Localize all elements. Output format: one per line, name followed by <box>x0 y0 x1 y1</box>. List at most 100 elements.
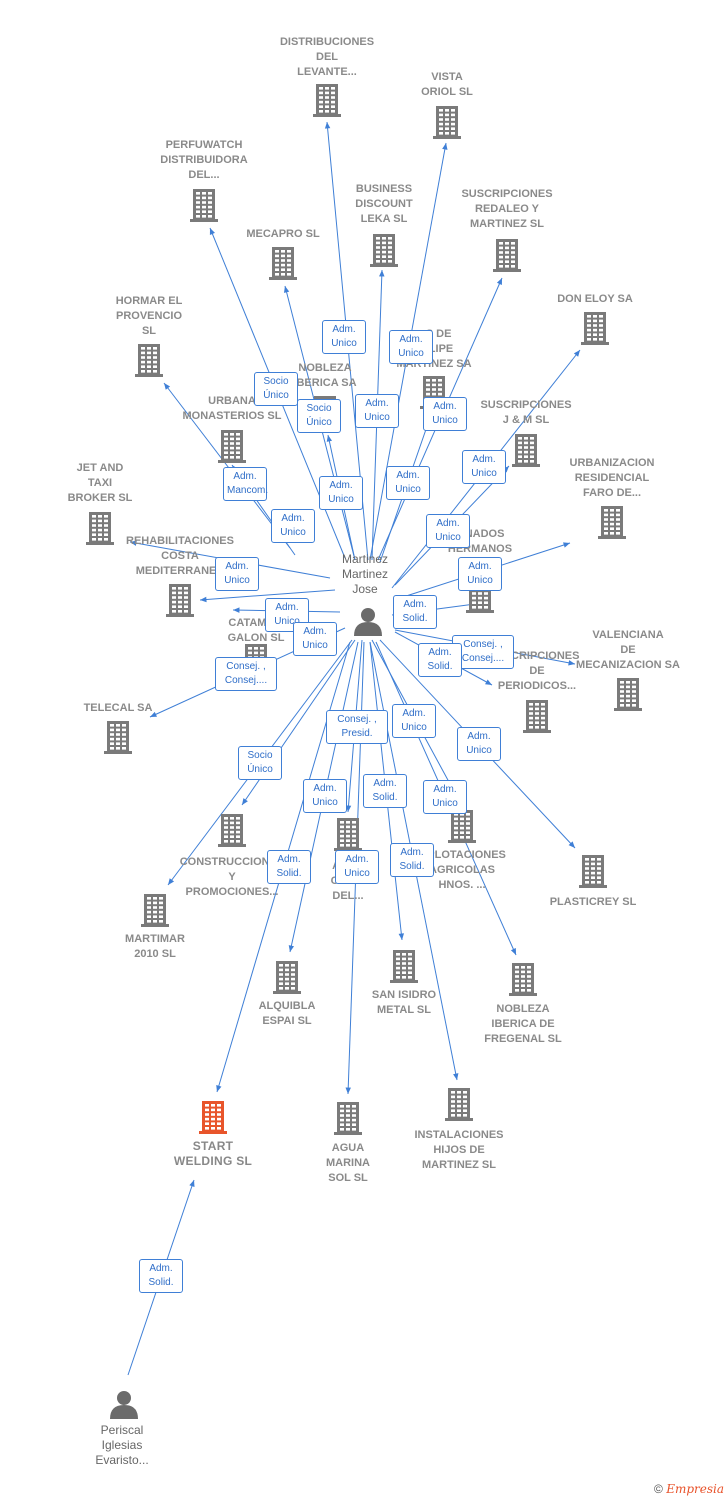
edge-arrowhead <box>453 1073 459 1080</box>
edge-arrowhead <box>130 540 137 546</box>
building-icon[interactable] <box>581 312 609 345</box>
building-icon[interactable] <box>199 1101 227 1134</box>
building-icon[interactable] <box>190 189 218 222</box>
building-icon[interactable] <box>166 584 194 617</box>
building-icon[interactable] <box>493 239 521 272</box>
building-icon[interactable] <box>334 818 362 851</box>
building-icon[interactable] <box>448 810 476 843</box>
building-icon[interactable] <box>614 678 642 711</box>
building-icon[interactable] <box>390 950 418 983</box>
role-badge[interactable]: Adm.Solid. <box>267 850 311 884</box>
building-icon[interactable] <box>598 506 626 539</box>
role-badge[interactable]: Consej. ,Consej.... <box>452 635 514 669</box>
role-badge[interactable]: Adm.Unico <box>389 330 433 364</box>
role-badge[interactable]: Adm.Unico <box>355 394 399 428</box>
edge-arrowhead <box>164 383 171 390</box>
role-badge[interactable]: Adm.Unico <box>319 476 363 510</box>
role-badge[interactable]: Adm.Solid. <box>418 643 462 677</box>
edge-arrowhead <box>563 542 570 548</box>
company-label[interactable]: DON ELOY SA <box>557 293 633 305</box>
edge-arrowhead <box>189 1180 195 1187</box>
role-badge[interactable]: Adm.Unico <box>335 850 379 884</box>
role-badge[interactable]: Adm.Unico <box>386 466 430 500</box>
building-icon[interactable] <box>218 430 246 463</box>
building-icon[interactable] <box>579 855 607 888</box>
role-badge[interactable]: Consej. ,Presid. <box>326 710 388 744</box>
role-badge[interactable]: Adm.Solid. <box>390 843 434 877</box>
building-icon[interactable] <box>269 247 297 280</box>
building-icon[interactable] <box>141 894 169 927</box>
building-icon[interactable] <box>370 234 398 267</box>
building-icon[interactable] <box>523 700 551 733</box>
person-icon[interactable] <box>354 608 382 636</box>
role-badge[interactable]: Adm.Unico <box>462 450 506 484</box>
role-badge[interactable]: Adm.Unico <box>423 780 467 814</box>
building-icon[interactable] <box>135 344 163 377</box>
building-icon[interactable] <box>218 814 246 847</box>
edge-arrowhead <box>510 948 516 955</box>
company-label[interactable]: TELECAL SA <box>83 702 153 714</box>
building-icon[interactable] <box>313 84 341 117</box>
role-badge[interactable]: Adm.Unico <box>271 509 315 543</box>
role-badge[interactable]: Adm.Unico <box>322 320 366 354</box>
building-icon[interactable] <box>334 1102 362 1135</box>
role-badge[interactable]: Adm.Unico <box>457 727 501 761</box>
building-icon[interactable] <box>273 961 301 994</box>
role-badge[interactable]: Adm.Unico <box>458 557 502 591</box>
company-label[interactable]: PLASTICREY SL <box>549 896 637 908</box>
edge-arrowhead <box>288 945 295 952</box>
person-icon[interactable] <box>110 1391 138 1419</box>
role-badge[interactable]: Adm.Unico <box>303 779 347 813</box>
edge-arrowhead <box>209 228 215 235</box>
role-badge[interactable]: Adm.Solid. <box>363 774 407 808</box>
role-badge[interactable]: Adm.Solid. <box>139 1259 183 1293</box>
brand-logo[interactable]: Empresia <box>666 1482 724 1496</box>
role-badge[interactable]: Adm.Unico <box>215 557 259 591</box>
building-icon[interactable] <box>104 721 132 754</box>
role-badge[interactable]: Consej. ,Consej.... <box>215 657 277 691</box>
building-icon[interactable] <box>509 963 537 996</box>
building-icon[interactable] <box>86 512 114 545</box>
building-icon[interactable] <box>445 1088 473 1121</box>
building-icon[interactable] <box>433 106 461 139</box>
role-badge[interactable]: Adm.Unico <box>392 704 436 738</box>
edge-arrowhead <box>345 805 352 812</box>
building-icon[interactable] <box>512 434 540 467</box>
role-badge[interactable]: Adm.Unico <box>423 397 467 431</box>
edge-arrowhead <box>150 711 157 717</box>
company-label[interactable]: MECAPRO SL <box>246 228 320 240</box>
role-badge[interactable]: Adm.Mancom. <box>223 467 268 501</box>
role-badge[interactable]: Adm.Unico <box>426 514 470 548</box>
role-badge[interactable]: Adm.Solid. <box>393 595 437 629</box>
edge-arrowhead <box>398 933 405 940</box>
role-badge[interactable]: Adm.Unico <box>293 622 337 656</box>
